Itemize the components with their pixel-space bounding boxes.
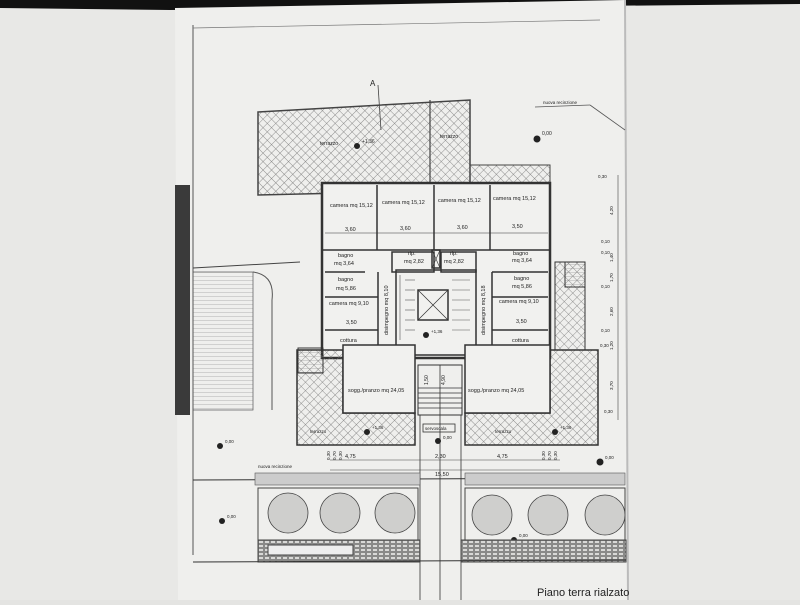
dimension: 15,50 [435,472,449,478]
room-label: camera mq 15,12 [438,198,481,204]
room-label: sogg./pranzo mq 24,05 [468,388,524,394]
room-label: camera mq 15,12 [493,196,536,202]
fence-label: nuova recinzione [543,100,578,105]
level-mark: +1,36 [372,425,384,430]
room-label: bagno [514,276,529,282]
room-label: camera mq 15,12 [330,203,373,209]
plan-title: Piano terra rialzato [537,587,629,599]
dimension: 0,30 [604,409,613,414]
terrace-label: terrazzo [310,429,327,434]
dimension: 0,10 [601,239,610,244]
ramp [192,271,254,411]
dimension: 3,60 [457,225,468,231]
room-label: bagno [513,251,528,257]
room-area: mq 2,82 [444,259,464,265]
binder-shadow [175,185,190,415]
room-area: mq 3,64 [334,261,354,267]
dimension: 3,50 [346,320,357,326]
trees [267,492,626,536]
dimension: 2,30 [435,454,446,460]
room-label: servoscala [425,426,447,431]
room-label: rip. [450,251,458,257]
dimension: 0,70 [547,451,552,460]
level-mark: 0,00 [227,514,236,519]
dimension: 1,50 [424,375,430,385]
level-mark: +1,36 [362,139,375,145]
dimension: 2,60 [609,307,614,316]
dimension: 4,75 [345,454,356,460]
dimension: 4,75 [497,454,508,460]
section-mark: A [370,79,376,88]
terrace-label: terrazzo [440,134,458,140]
dimension: 1,20 [609,341,614,350]
dimension: 0,30 [338,451,343,460]
dimension: 1,40 [609,253,614,262]
room-label: sogg./pranzo mq 24,05 [348,388,404,394]
dimension: 4,20 [609,206,614,215]
terrace-label: terrazzo [495,429,512,434]
dimension: 3,60 [345,227,356,233]
level-mark: 0,00 [605,455,614,460]
level-mark: 0,00 [443,435,452,440]
dimension: 0,70 [332,451,337,460]
level-mark: 0,00 [542,131,552,137]
level-mark: 0,00 [519,533,528,538]
room-label: rip. [408,251,416,257]
room-label: bagno [338,277,353,283]
dimension: 3,50 [512,224,523,230]
dimension: 0,30 [326,451,331,460]
dimension: 3,70 [609,381,614,390]
dimension: 1,70 [609,273,614,282]
room-area: mq 3,64 [512,258,532,264]
dimension: 3,60 [400,226,411,232]
dimension: 0,10 [601,284,610,289]
room-label: bagno [338,253,353,259]
room-label: disimpegno mq 8,18 [481,285,487,335]
room-label: camera mq 9,10 [499,299,539,305]
room-label: camera mq 9,10 [329,301,369,307]
dimension: 0,10 [601,328,610,333]
dimension: 0,10 [601,250,610,255]
level-mark: 0,00 [225,439,234,444]
room-area: mq 5,86 [336,286,356,292]
room-label: disimpegno mq 8,10 [384,285,390,335]
room-area: mq 2,82 [404,259,424,265]
room-label: cottura [512,338,530,344]
terrace-label: terrazzo [320,141,338,147]
paving-right [460,539,627,563]
terrace-top [257,99,471,196]
dimension: 3,50 [516,319,527,325]
room-area: mq 5,86 [512,284,532,290]
dimension: 0,30 [598,174,607,179]
room-label: cottura [340,338,358,344]
level-mark: +1,36 [560,425,572,430]
dimension: 0,30 [553,451,558,460]
fence-label: nuova recinzione [258,464,293,469]
level-mark: +1,36 [431,329,443,334]
dimension: 0,30 [541,451,546,460]
dimension: 0,30 [600,343,609,348]
right-dimension-chain: 0,30 4,20 0,10 1,40 0,10 1,70 0,10 2,60 … [598,174,614,414]
dimension: 4,90 [441,375,447,385]
room-label: camera mq 15,12 [382,200,425,206]
